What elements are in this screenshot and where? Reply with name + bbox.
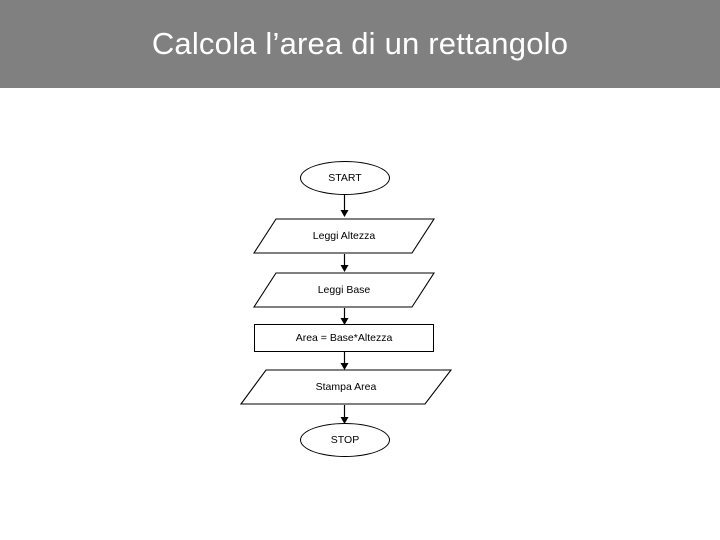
flow-connector-start-to-read-h bbox=[338, 195, 351, 218]
flow-node-read-base-label: Leggi Base bbox=[317, 284, 371, 296]
flow-node-print-area[interactable]: Stampa Area bbox=[240, 369, 452, 405]
flow-node-calc-area[interactable]: Area = Base*Altezza bbox=[254, 324, 434, 352]
flow-node-stop-label: STOP bbox=[330, 434, 360, 446]
parallelogram-shape bbox=[253, 272, 435, 308]
flow-connector-print-to-stop bbox=[338, 405, 351, 425]
flow-connector-calc-to-print bbox=[338, 352, 351, 371]
flow-node-start[interactable]: START bbox=[300, 161, 390, 195]
parallelogram-shape bbox=[240, 369, 452, 405]
flow-node-start-label: START bbox=[328, 172, 362, 184]
arrow-down-icon bbox=[340, 308, 349, 325]
flow-node-calc-area-label: Area = Base*Altezza bbox=[295, 332, 393, 344]
arrow-down-icon bbox=[340, 352, 349, 370]
flow-node-read-base[interactable]: Leggi Base bbox=[253, 272, 435, 308]
arrow-down-icon bbox=[340, 405, 349, 424]
flow-node-print-area-label: Stampa Area bbox=[315, 381, 377, 393]
flow-connector-read-h-to-read-b bbox=[338, 254, 351, 273]
flowchart: START Leggi Altezza bbox=[0, 88, 720, 540]
parallelogram-shape bbox=[253, 218, 435, 254]
page-title: Calcola l’area di un rettangolo bbox=[151, 26, 569, 61]
arrow-down-icon bbox=[340, 195, 349, 217]
flow-node-stop[interactable]: STOP bbox=[300, 423, 390, 457]
flow-connector-read-b-to-calc bbox=[338, 308, 351, 326]
flow-node-read-altezza-label: Leggi Altezza bbox=[312, 230, 376, 242]
arrow-down-icon bbox=[340, 254, 349, 272]
flow-node-read-altezza[interactable]: Leggi Altezza bbox=[253, 218, 435, 254]
title-banner bbox=[0, 0, 720, 88]
